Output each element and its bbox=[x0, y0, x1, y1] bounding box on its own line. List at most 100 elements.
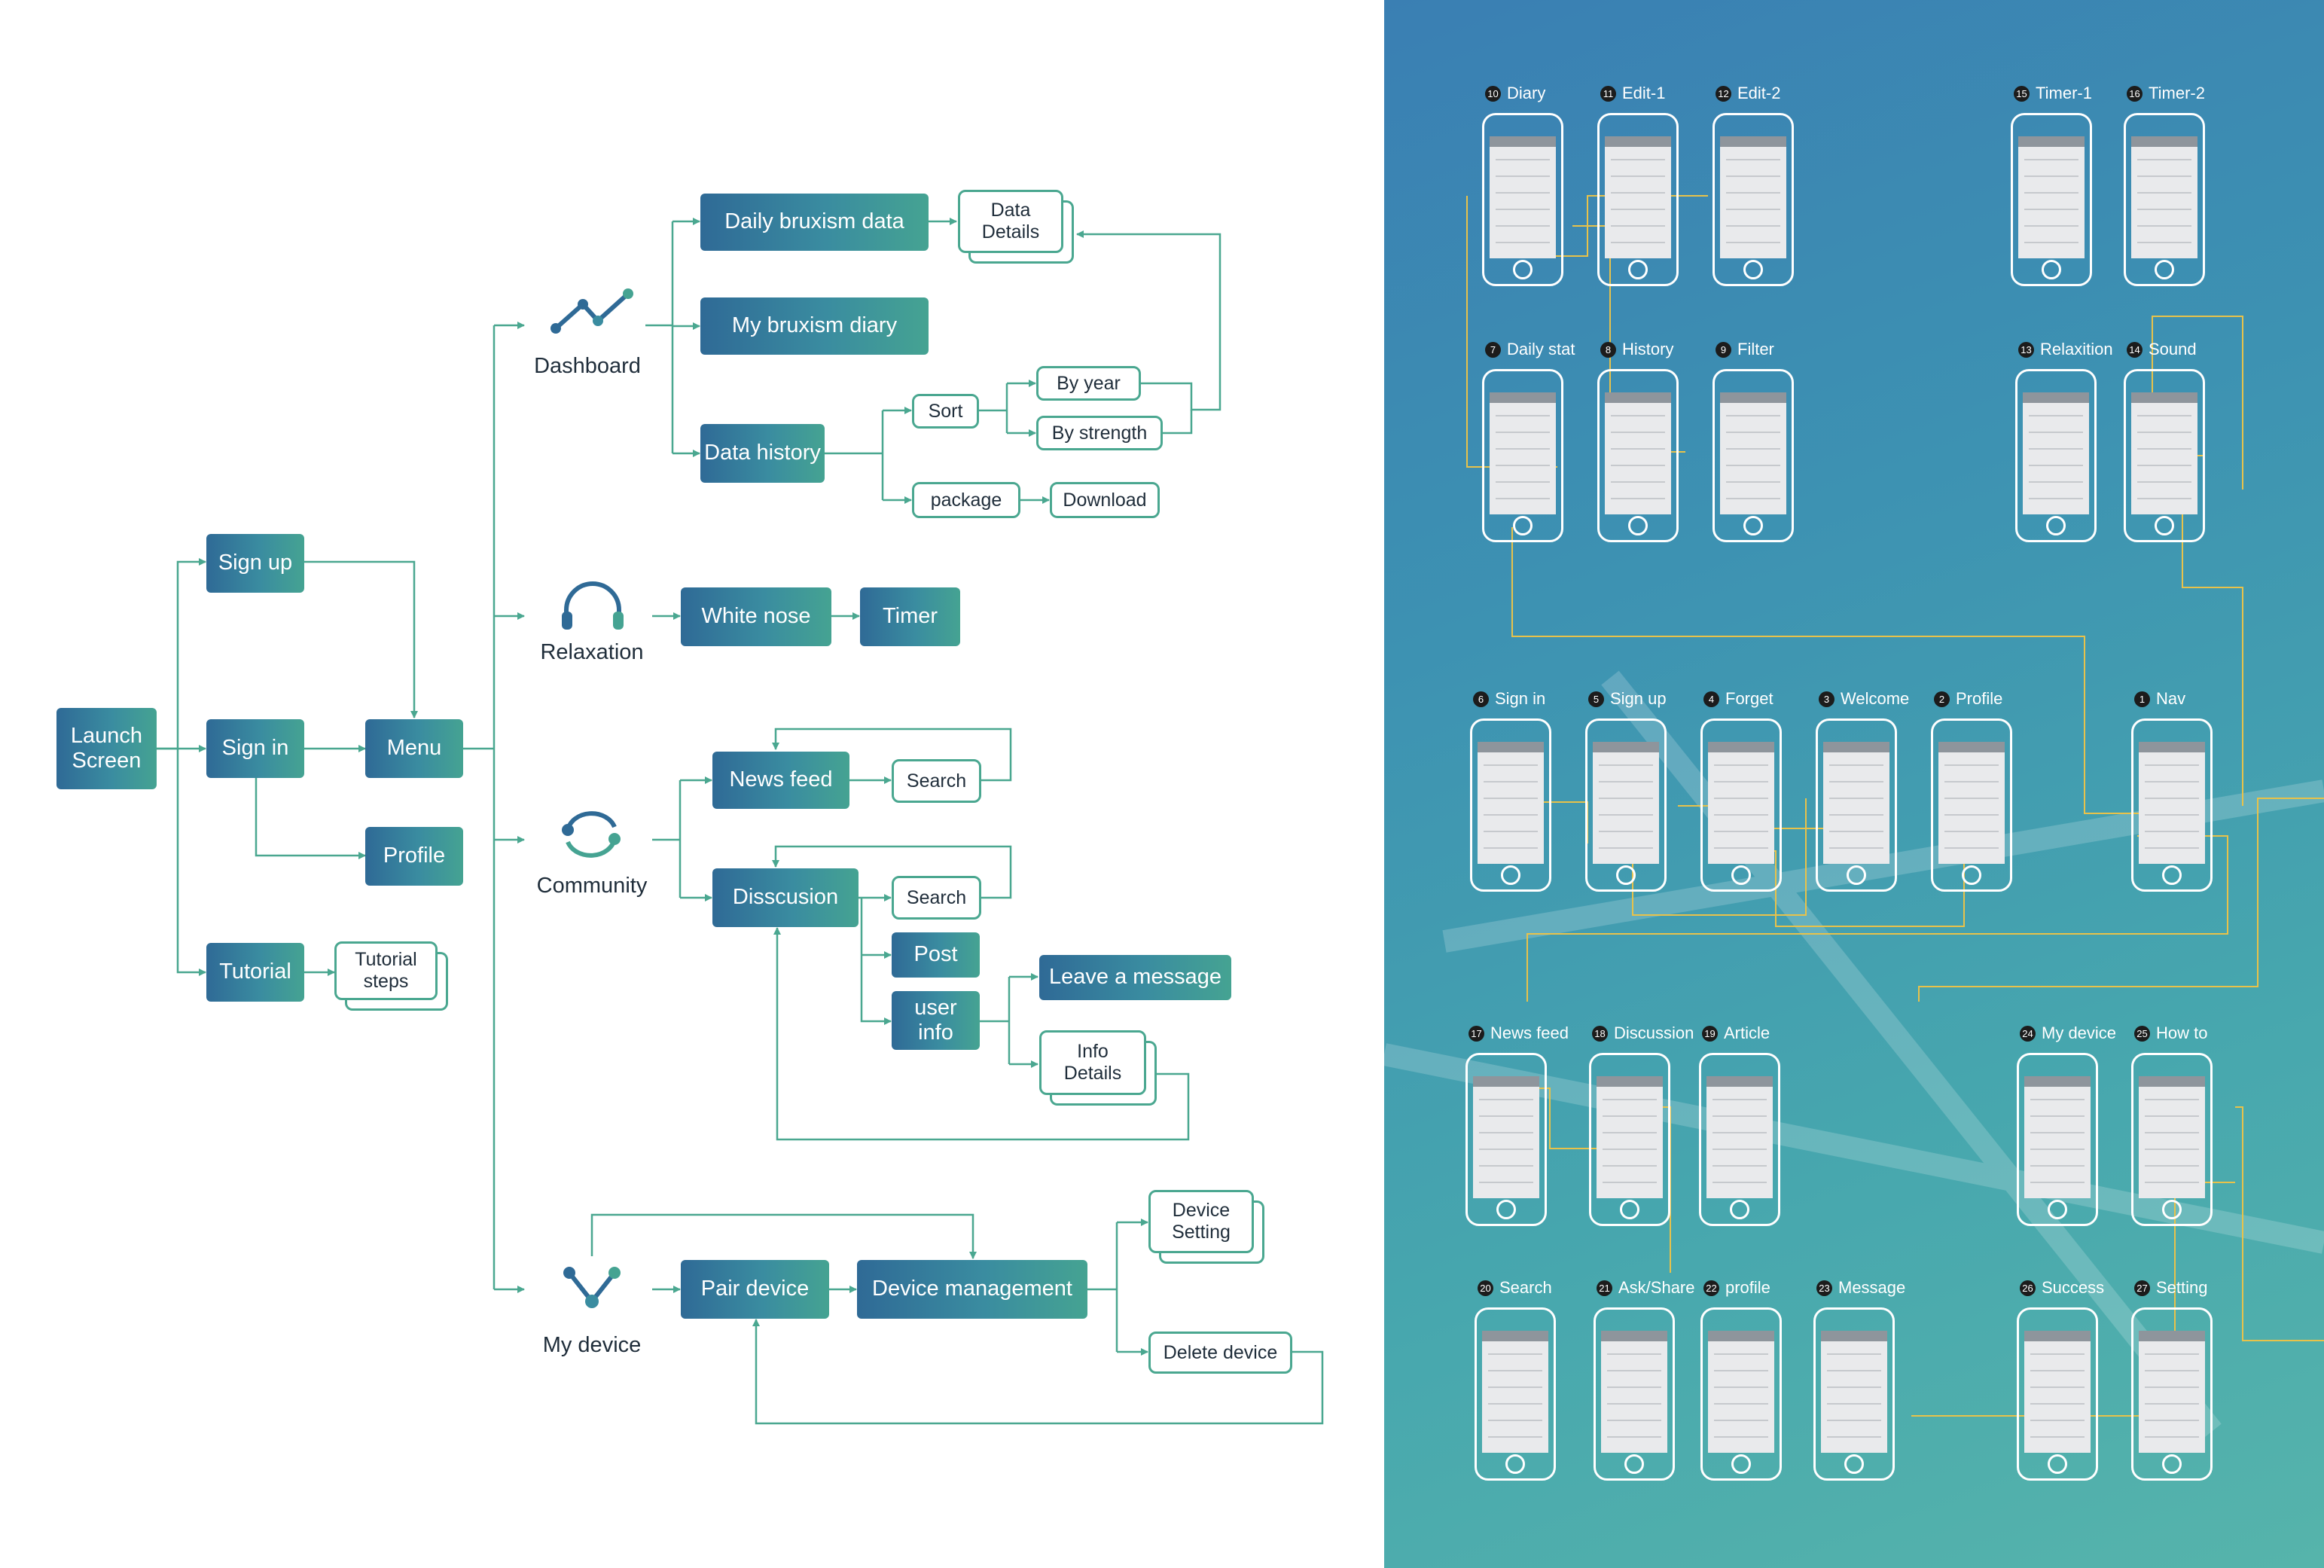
screen-header-bar bbox=[1821, 1331, 1887, 1341]
screen-header-bar bbox=[2139, 1331, 2205, 1341]
relaxation-label: Relaxation bbox=[540, 640, 644, 664]
screen-content-line bbox=[1488, 1386, 1542, 1388]
screen-header-bar bbox=[1720, 392, 1786, 403]
screen-content-line bbox=[1829, 814, 1883, 816]
home-button-icon bbox=[1743, 260, 1763, 279]
screen-content-line bbox=[2145, 1353, 2199, 1355]
screen-number-badge: 11 bbox=[1600, 85, 1616, 102]
phone-screen bbox=[1821, 1331, 1887, 1453]
home-button-icon bbox=[1731, 1454, 1751, 1474]
screen-content-line bbox=[1611, 159, 1665, 160]
delete-device-node: Delete device bbox=[1148, 1332, 1292, 1374]
screen-header-bar bbox=[2024, 1076, 2091, 1087]
home-button-icon bbox=[1743, 516, 1763, 535]
screen-content-line bbox=[2030, 1420, 2085, 1421]
screen-number-badge: 18 bbox=[1592, 1025, 1608, 1042]
phone-wireframe bbox=[2131, 718, 2213, 892]
screen-content-line bbox=[2029, 448, 2083, 450]
screen-content-line bbox=[2145, 1165, 2199, 1167]
home-button-icon bbox=[1501, 865, 1520, 885]
screen-content-line bbox=[2137, 432, 2191, 433]
home-button-icon bbox=[1730, 1200, 1749, 1219]
home-button-icon bbox=[2162, 1454, 2182, 1474]
screen-content-line bbox=[1479, 1132, 1533, 1133]
phone-wireframe bbox=[2017, 1307, 2098, 1481]
home-button-icon bbox=[2155, 260, 2174, 279]
screen-header-bar bbox=[1597, 1076, 1663, 1087]
screen-content-line bbox=[2145, 1386, 2199, 1388]
screen-content-line bbox=[2145, 831, 2199, 832]
screen-content-line bbox=[1496, 498, 1550, 499]
screen-title: Search bbox=[1499, 1278, 1552, 1297]
screen-content-line bbox=[1611, 242, 1665, 243]
screen-title: Profile bbox=[1956, 689, 2003, 708]
screen-content-line bbox=[1714, 798, 1768, 799]
screen-content-line bbox=[2030, 1436, 2085, 1438]
screen-content-line bbox=[1603, 1149, 1657, 1150]
screen-label: 1 Nav bbox=[2134, 689, 2185, 709]
screen-content-line bbox=[2145, 798, 2199, 799]
home-button-icon bbox=[2048, 1454, 2067, 1474]
launch-screen-node: Launch Screen bbox=[56, 708, 157, 789]
screen-title: My device bbox=[2042, 1023, 2117, 1042]
screen-content-line bbox=[1827, 1436, 1881, 1438]
screen-content-line bbox=[1713, 1099, 1767, 1100]
home-button-icon bbox=[1513, 260, 1533, 279]
screen-content-line bbox=[1713, 1165, 1767, 1167]
screen-number-badge: 1 bbox=[2134, 691, 2150, 707]
data-history-node: Data history bbox=[700, 424, 825, 483]
screen-number-badge: 25 bbox=[2134, 1025, 2150, 1042]
by-year-node: By year bbox=[1036, 366, 1141, 401]
discussion-search-node: Search bbox=[892, 876, 981, 920]
phone-screen bbox=[1706, 1076, 1773, 1198]
screen-content-line bbox=[2137, 175, 2191, 177]
phone-wireframe bbox=[1589, 1053, 1670, 1226]
screen-header-bar bbox=[1708, 1331, 1774, 1341]
screen-content-line bbox=[1726, 209, 1780, 210]
pair-device-node: Pair device bbox=[681, 1260, 829, 1319]
screen-content-line bbox=[1726, 159, 1780, 160]
screen-content-line bbox=[1496, 465, 1550, 466]
screen-content-line bbox=[1944, 831, 1999, 832]
screen-content-line bbox=[1496, 448, 1550, 450]
device-setting-node: Device Setting bbox=[1148, 1190, 1254, 1253]
screen-number-badge: 27 bbox=[2134, 1280, 2150, 1296]
screen-content-line bbox=[1484, 798, 1538, 799]
screen-content-line bbox=[1603, 1115, 1657, 1117]
screen-content-line bbox=[2030, 1386, 2085, 1388]
screen-content-line bbox=[1611, 448, 1665, 450]
screen-content-line bbox=[2145, 781, 2199, 782]
screen-content-line bbox=[1714, 1436, 1768, 1438]
screen-content-line bbox=[1714, 814, 1768, 816]
screen-content-line bbox=[2137, 465, 2191, 466]
phone-wireframe bbox=[2131, 1053, 2213, 1226]
screen-header-bar bbox=[1706, 1076, 1773, 1087]
screen-content-line bbox=[2030, 1182, 2085, 1183]
screen-content-line bbox=[1714, 1386, 1768, 1388]
phone-wireframe bbox=[2131, 1307, 2213, 1481]
screen-header-bar bbox=[2139, 1076, 2205, 1087]
screen-content-line bbox=[2137, 242, 2191, 243]
screen-content-line bbox=[1827, 1353, 1881, 1355]
screen-title: Diary bbox=[1507, 84, 1546, 102]
home-button-icon bbox=[2042, 260, 2061, 279]
screen-content-line bbox=[1611, 415, 1665, 416]
screen-content-line bbox=[1829, 847, 1883, 849]
news-feed-node: News feed bbox=[712, 752, 849, 809]
screen-content-line bbox=[1611, 175, 1665, 177]
screen-content-line bbox=[2145, 1099, 2199, 1100]
screen-title: Nav bbox=[2156, 689, 2186, 708]
screen-content-line bbox=[1603, 1099, 1657, 1100]
screen-number-badge: 6 bbox=[1473, 691, 1489, 707]
screen-title: Relaxition bbox=[2040, 340, 2113, 358]
phone-screen bbox=[2139, 1076, 2205, 1198]
screen-content-line bbox=[1611, 432, 1665, 433]
phone-wireframe bbox=[1594, 1307, 1675, 1481]
screen-content-line bbox=[1714, 781, 1768, 782]
